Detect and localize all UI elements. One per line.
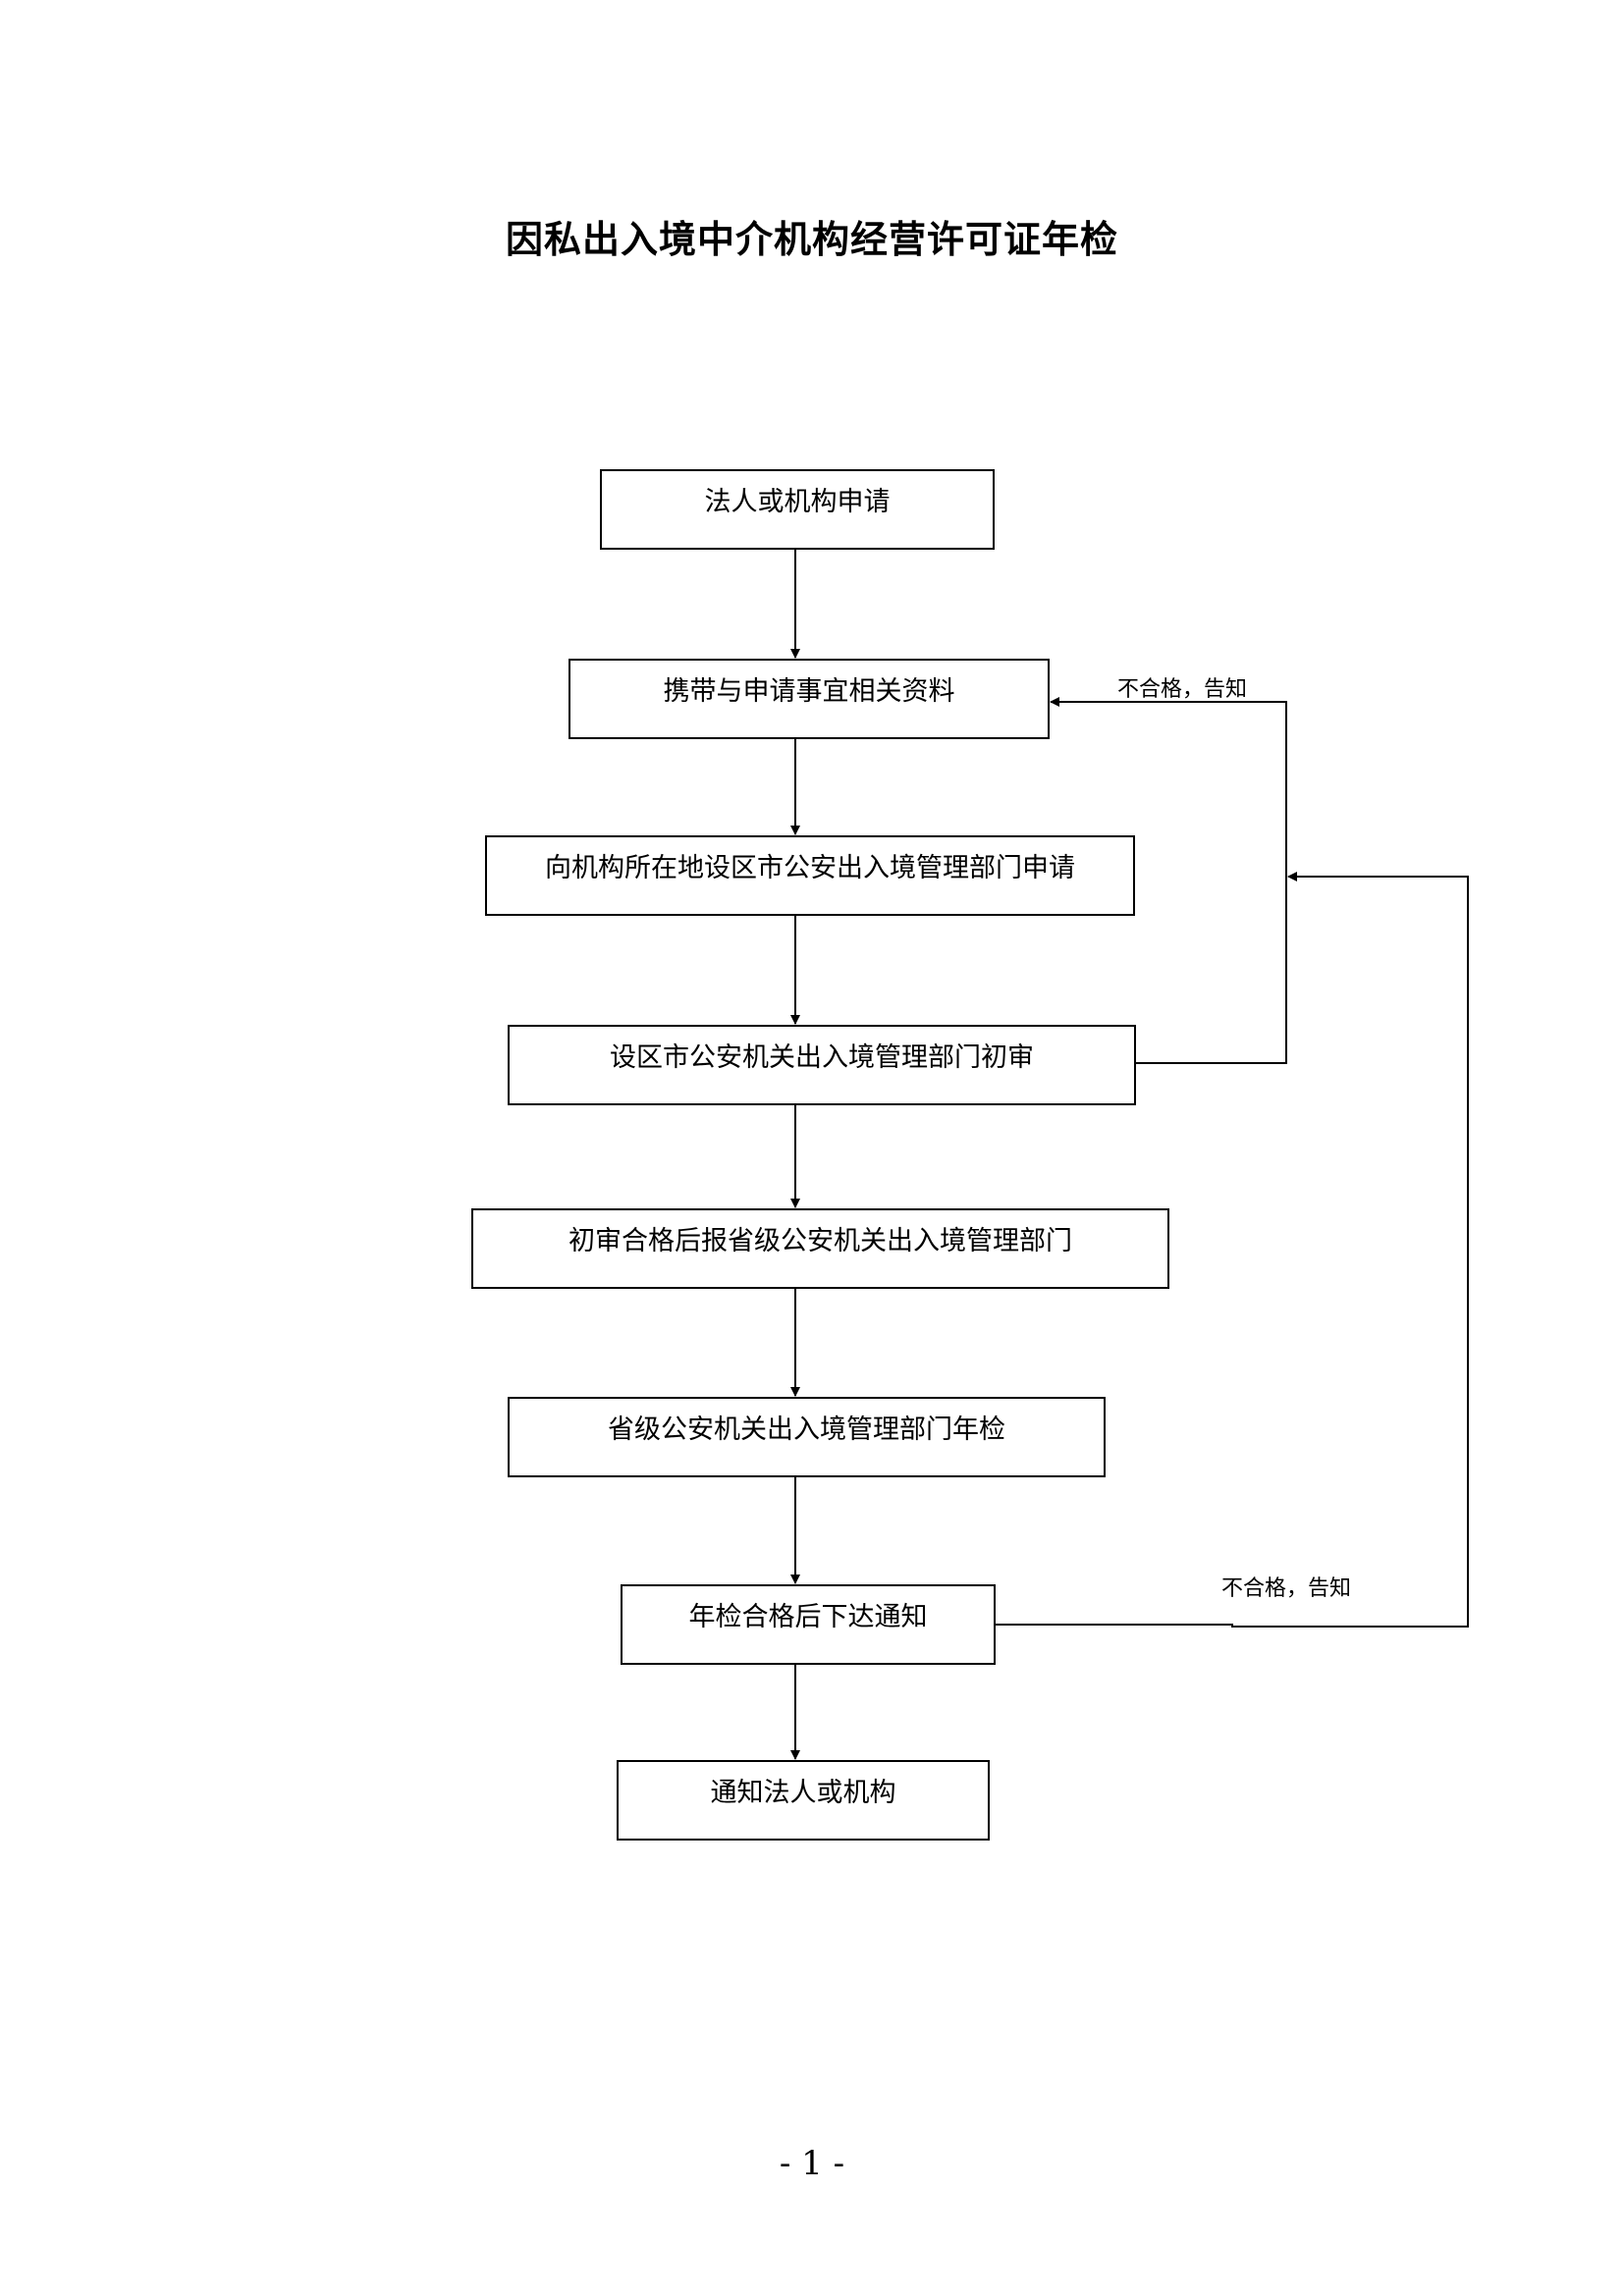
- step-label-city-review: 设区市公安机关出入境管理部门初审: [610, 1042, 1034, 1073]
- step-label-city-apply: 向机构所在地设区市公安出入境管理部门申请: [545, 853, 1075, 883]
- step-box-report-province: [471, 1208, 1169, 1289]
- page-number: - 1 -: [779, 2144, 845, 2183]
- page-title: 因私出入境中介机构经营许可证年检: [505, 217, 1118, 261]
- step-box-province-check: [508, 1397, 1106, 1477]
- step-box-city-review: [508, 1025, 1136, 1105]
- step-label-report-province: 初审合格后报省级公安机关出入境管理部门: [568, 1226, 1072, 1256]
- step-box-materials: [568, 659, 1050, 739]
- step-label-province-check: 省级公安机关出入境管理部门年检: [608, 1415, 1005, 1445]
- step-label-issue-notice: 年检合格后下达通知: [688, 1602, 928, 1632]
- feedback-loop-province-check: [995, 872, 1469, 1628]
- step-label-materials: 携带与申请事宜相关资料: [663, 676, 955, 707]
- step-box-apply: [600, 469, 995, 550]
- step-label-notify: 通知法人或机构: [710, 1778, 896, 1808]
- step-box-city-apply: [485, 835, 1135, 916]
- feedback-loop-city-review: [1050, 697, 1287, 1064]
- feedback-note-city-review: 不合格，告知: [1117, 677, 1248, 702]
- feedback-note-province-check: 不合格，告知: [1221, 1576, 1352, 1601]
- step-box-notify: [617, 1760, 990, 1841]
- step-label-apply: 法人或机构申请: [704, 487, 891, 517]
